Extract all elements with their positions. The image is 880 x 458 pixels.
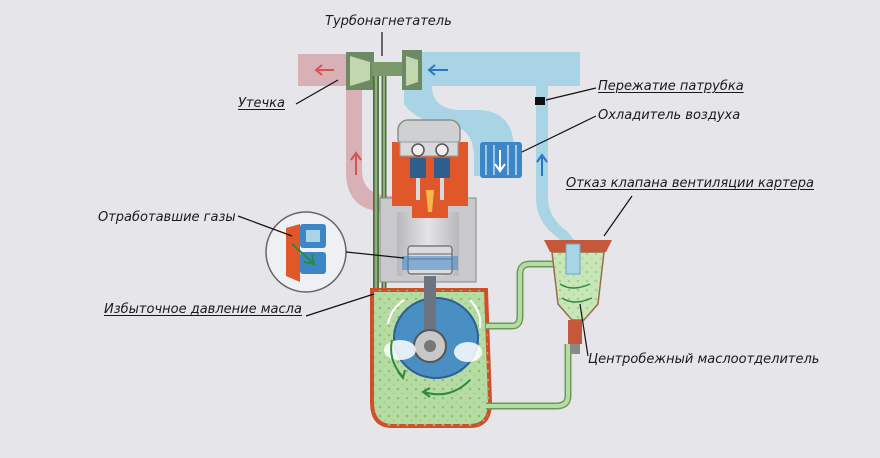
label-valve-failure: Отказ клапана вентиляции картера — [566, 176, 814, 191]
label-exhaust-gases: Отработавшие газы — [98, 210, 236, 225]
label-oil-overpressure: Избыточное давление масла — [104, 302, 302, 317]
crankcase — [370, 276, 493, 428]
pinch-clamp — [535, 97, 545, 105]
oil-separator — [544, 240, 612, 354]
turbocharger — [346, 50, 422, 90]
arrow-left-red-icon — [314, 64, 334, 76]
magnifier-circle-icon — [265, 211, 405, 293]
label-air-cooler: Охладитель воздуха — [598, 108, 741, 123]
oil-lines — [486, 260, 572, 410]
leader-lines — [237, 32, 633, 357]
label-hose-pinch: Пережатие патрубка — [598, 79, 744, 94]
arrow-up-red-icon — [350, 151, 362, 175]
air-cooler — [480, 142, 522, 178]
arrow-up-blue-icon — [536, 153, 548, 176]
arrow-left-blue-icon — [427, 64, 448, 76]
engine-block — [379, 119, 477, 283]
label-leak: Утечка — [238, 96, 285, 111]
label-turbocharger: Турбонагнетатель — [325, 14, 452, 29]
label-oil-separator: Центробежный маслоотделитель — [588, 352, 820, 367]
